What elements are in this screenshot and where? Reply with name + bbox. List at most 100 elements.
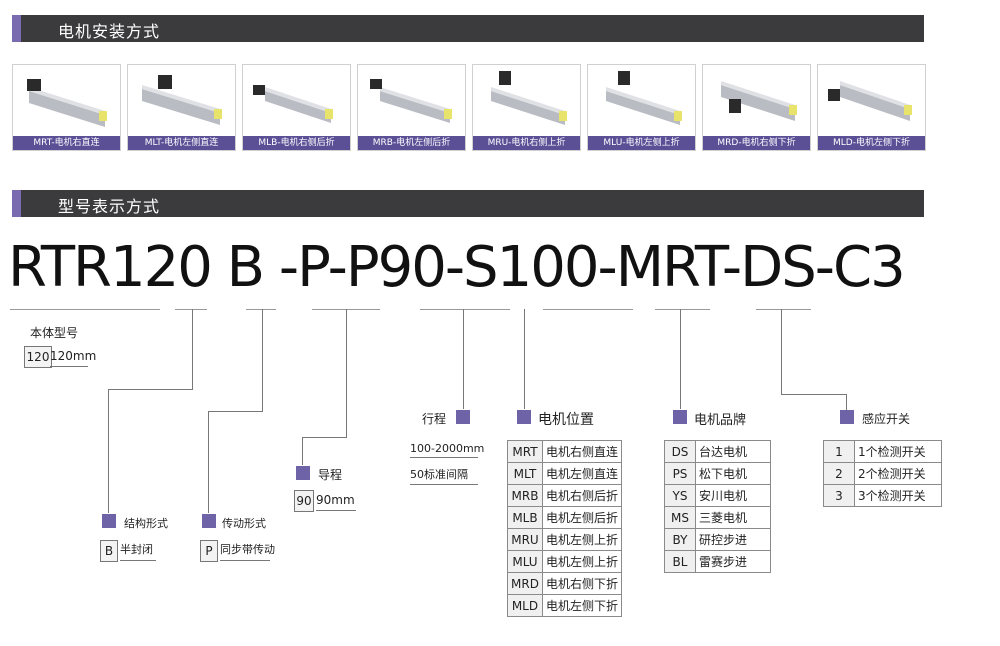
lead-value: 90mm	[316, 490, 356, 511]
mount-caption: MLT-电机左侧直连	[128, 136, 235, 150]
connector-drive	[262, 309, 263, 411]
structure-value: 半封闭	[120, 540, 156, 561]
connector-sensor	[781, 309, 782, 394]
position-code: MLB	[507, 506, 543, 529]
bullet-square-icon	[202, 514, 216, 528]
actuator-image	[253, 85, 333, 123]
connector-structure	[108, 389, 109, 513]
underline-body	[10, 309, 160, 310]
position-value: 电机左侧后折	[541, 506, 622, 529]
lead-title: 导程	[318, 468, 343, 482]
brand-code: BY	[664, 528, 696, 551]
position-code: MRT	[507, 440, 543, 463]
mount-thumb: MRB-电机左侧后折	[357, 64, 466, 151]
bullet-square-icon	[456, 410, 470, 424]
mount-caption: MRU-电机右侧上折	[473, 136, 580, 150]
lead-code: 90	[294, 490, 314, 512]
actuator-image	[142, 75, 222, 125]
position-code: MRU	[507, 528, 543, 551]
position-code: MRB	[507, 484, 543, 507]
structure-code: B	[100, 540, 118, 562]
position-title: 电机位置	[538, 412, 594, 428]
brand-title: 电机品牌	[694, 413, 747, 428]
mount-caption: MLD-电机左侧下折	[818, 136, 925, 150]
mount-caption: MRD-电机右侧下折	[703, 136, 810, 150]
actuator-image	[27, 79, 107, 127]
bullet-square-icon	[840, 410, 854, 424]
brand-value: 三菱电机	[695, 506, 771, 529]
position-code: MLU	[507, 550, 543, 573]
drive-value: 同步带传动	[220, 540, 275, 561]
mount-section-title: 电机安装方式	[58, 22, 161, 41]
model-section-header: 型号表示方式	[12, 190, 924, 217]
brand-value: 雷赛步进	[695, 550, 771, 573]
mount-thumb: MLU-电机左侧上折	[587, 64, 696, 151]
brand-value: 安川电机	[695, 484, 771, 507]
bullet-square-icon	[102, 514, 116, 528]
connector-lead	[302, 437, 347, 438]
mount-thumb: MLT-电机左侧直连	[127, 64, 236, 151]
brand-code: YS	[664, 484, 696, 507]
position-value: 电机右侧直连	[541, 440, 622, 463]
brand-code: DS	[664, 440, 696, 463]
mount-thumb: MLB-电机右侧后折	[242, 64, 351, 151]
connector-lead	[346, 309, 347, 437]
sensor-value: 3个检测开关	[854, 484, 942, 507]
sensor-value: 1个检测开关	[854, 440, 942, 463]
mount-caption: MRT-电机右直连	[13, 136, 120, 150]
brand-code: MS	[664, 506, 696, 529]
position-value: 电机左侧上折	[541, 550, 622, 573]
position-value: 电机右侧下折	[541, 572, 622, 595]
actuator-image	[491, 71, 567, 125]
underline-sensor	[756, 309, 811, 310]
sensor-value: 2个检测开关	[854, 462, 942, 485]
mount-section-header: 电机安装方式	[12, 15, 924, 42]
connector-stroke	[463, 309, 464, 409]
mount-caption: MLB-电机右侧后折	[243, 136, 350, 150]
bullet-square-icon	[517, 410, 531, 424]
position-value: 电机右侧后折	[541, 484, 622, 507]
position-code: MLT	[507, 462, 543, 485]
drive-title: 传动形式	[222, 517, 266, 530]
drive-code: P	[200, 540, 218, 562]
underline-structure	[175, 309, 207, 310]
sensor-code: 2	[823, 462, 855, 485]
model-code: RTR120 B -P-P90-S100-MRT-DS-C3	[8, 235, 906, 300]
actuator-image	[721, 81, 797, 121]
bullet-square-icon	[673, 410, 687, 424]
position-code: MRD	[507, 572, 543, 595]
mount-thumbnails: MRT-电机右直连 MLT-电机左侧直连 MLB-电机右侧后折 MRB-电机左侧…	[12, 64, 926, 151]
brand-value: 松下电机	[695, 462, 771, 485]
mount-caption: MLU-电机左侧上折	[588, 136, 695, 150]
model-section-title: 型号表示方式	[58, 197, 161, 216]
connector-structure	[192, 309, 193, 389]
bullet-square-icon	[296, 466, 310, 480]
sensor-title: 感应开关	[862, 412, 911, 426]
structure-title: 结构形式	[124, 517, 168, 530]
connector-sensor	[846, 394, 847, 410]
connector-lead	[302, 437, 303, 465]
actuator-image	[828, 81, 912, 121]
body-model-code: 120	[24, 346, 52, 368]
connector-drive	[208, 411, 209, 513]
header-accent	[12, 15, 21, 42]
connector-brand	[680, 309, 681, 409]
actuator-image	[370, 79, 452, 123]
mount-thumb: MRU-电机右侧上折	[472, 64, 581, 151]
mount-caption: MRB-电机左侧后折	[358, 136, 465, 150]
position-code: MLD	[507, 594, 543, 617]
